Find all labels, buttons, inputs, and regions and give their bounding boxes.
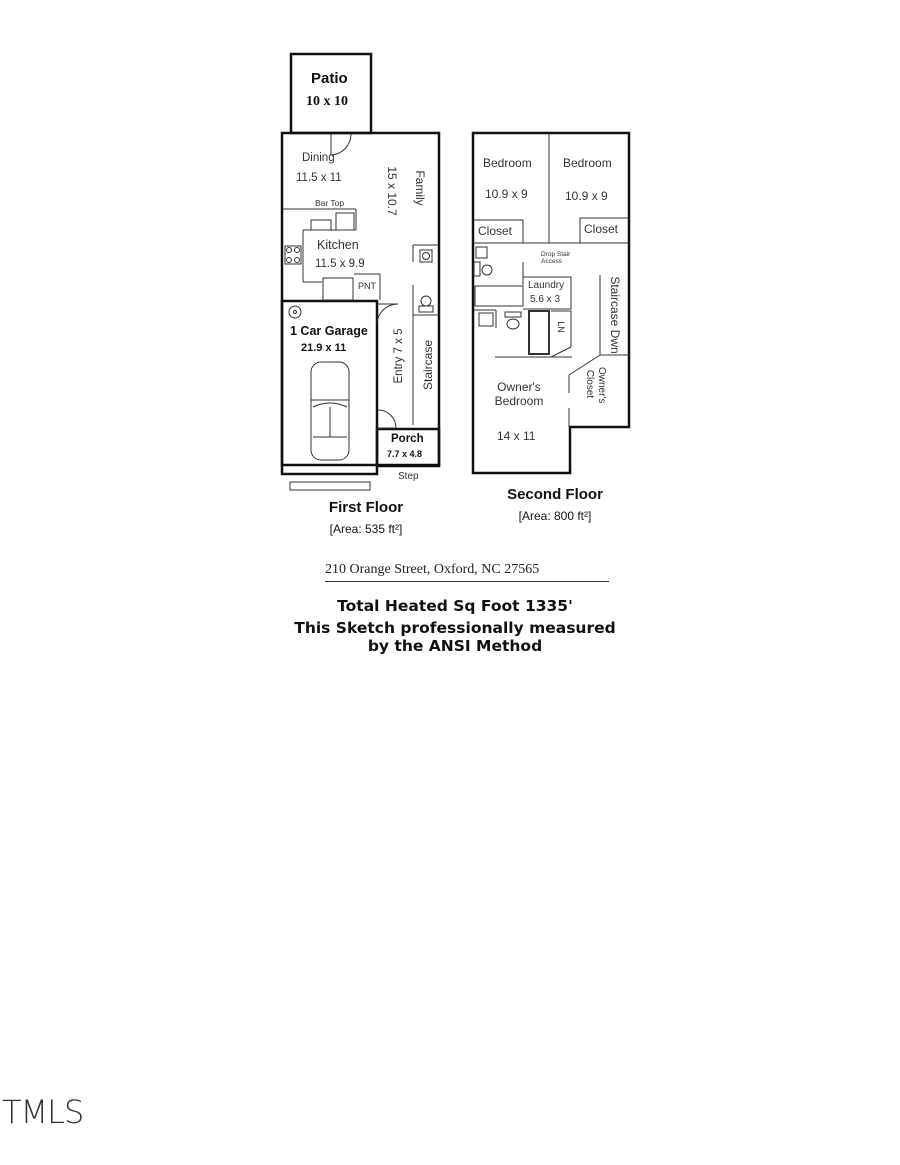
family-label: Family xyxy=(413,170,427,206)
bedroom2-dims: 10.9 x 9 xyxy=(565,189,608,203)
drop-stair-label: Drop Stair Access xyxy=(541,251,571,265)
second-floor-outline xyxy=(471,131,631,475)
garage-dims: 21.9 x 11 xyxy=(301,342,347,354)
pantry-label: PNT xyxy=(358,281,376,291)
property-address: 210 Orange Street, Oxford, NC 27565 xyxy=(325,562,609,582)
porch-label: Porch xyxy=(391,433,424,445)
mls-watermark: TMLS xyxy=(2,1093,84,1131)
owners-closet-label: Owner's Closet xyxy=(584,367,607,404)
laundry-dims: 5.6 x 3 xyxy=(530,294,561,305)
floor-plan-drawing xyxy=(280,52,631,491)
porch-outline xyxy=(375,427,441,468)
bar-top-label: Bar Top xyxy=(315,198,345,208)
porch-dims: 7.7 x 4.8 xyxy=(387,449,423,459)
closet1-label: Closet xyxy=(478,224,513,238)
first-floor-title: First Floor xyxy=(328,499,404,516)
first-floor-outline xyxy=(280,131,441,467)
measurement-note-line1: This Sketch professionally measured xyxy=(294,619,616,637)
step-label: Step xyxy=(398,471,419,482)
second-floor-area: [Area: 800 ft²] xyxy=(518,509,592,523)
closet2-label: Closet xyxy=(584,222,619,236)
patio-label: Patio xyxy=(311,70,348,87)
kitchen-label: Kitchen xyxy=(317,238,359,252)
bedroom1-label: Bedroom xyxy=(483,156,532,170)
bedroom2-label: Bedroom xyxy=(563,156,612,170)
first-floor-area: [Area: 535 ft²] xyxy=(329,522,403,536)
family-dims: 15 x 10.7 xyxy=(385,166,399,216)
staircase-down-label: Staircase Dwn xyxy=(608,276,622,354)
measurement-note-line2: by the ANSI Method xyxy=(367,637,543,655)
linen-label: LN xyxy=(556,321,566,333)
bedroom1-dims: 10.9 x 9 xyxy=(485,187,528,201)
dining-label: Dining xyxy=(302,152,335,164)
dining-dims: 11.5 x 11 xyxy=(296,172,342,184)
garage-label: 1 Car Garage xyxy=(290,324,368,338)
entry-label: Entry 7 x 5 xyxy=(393,328,405,384)
laundry-label: Laundry xyxy=(528,280,565,291)
patio-dims: 10 x 10 xyxy=(306,94,348,109)
owners-bedroom-dims: 14 x 11 xyxy=(497,429,536,443)
owners-bedroom-label: Owner's Bedroom xyxy=(494,380,544,408)
second-floor-title: Second Floor xyxy=(507,486,603,503)
staircase-label: Staircase xyxy=(421,339,435,391)
total-sqft: Total Heated Sq Foot 1335' xyxy=(337,597,573,615)
garage-outline xyxy=(280,299,379,476)
kitchen-dims: 11.5 x 9.9 xyxy=(315,258,365,270)
